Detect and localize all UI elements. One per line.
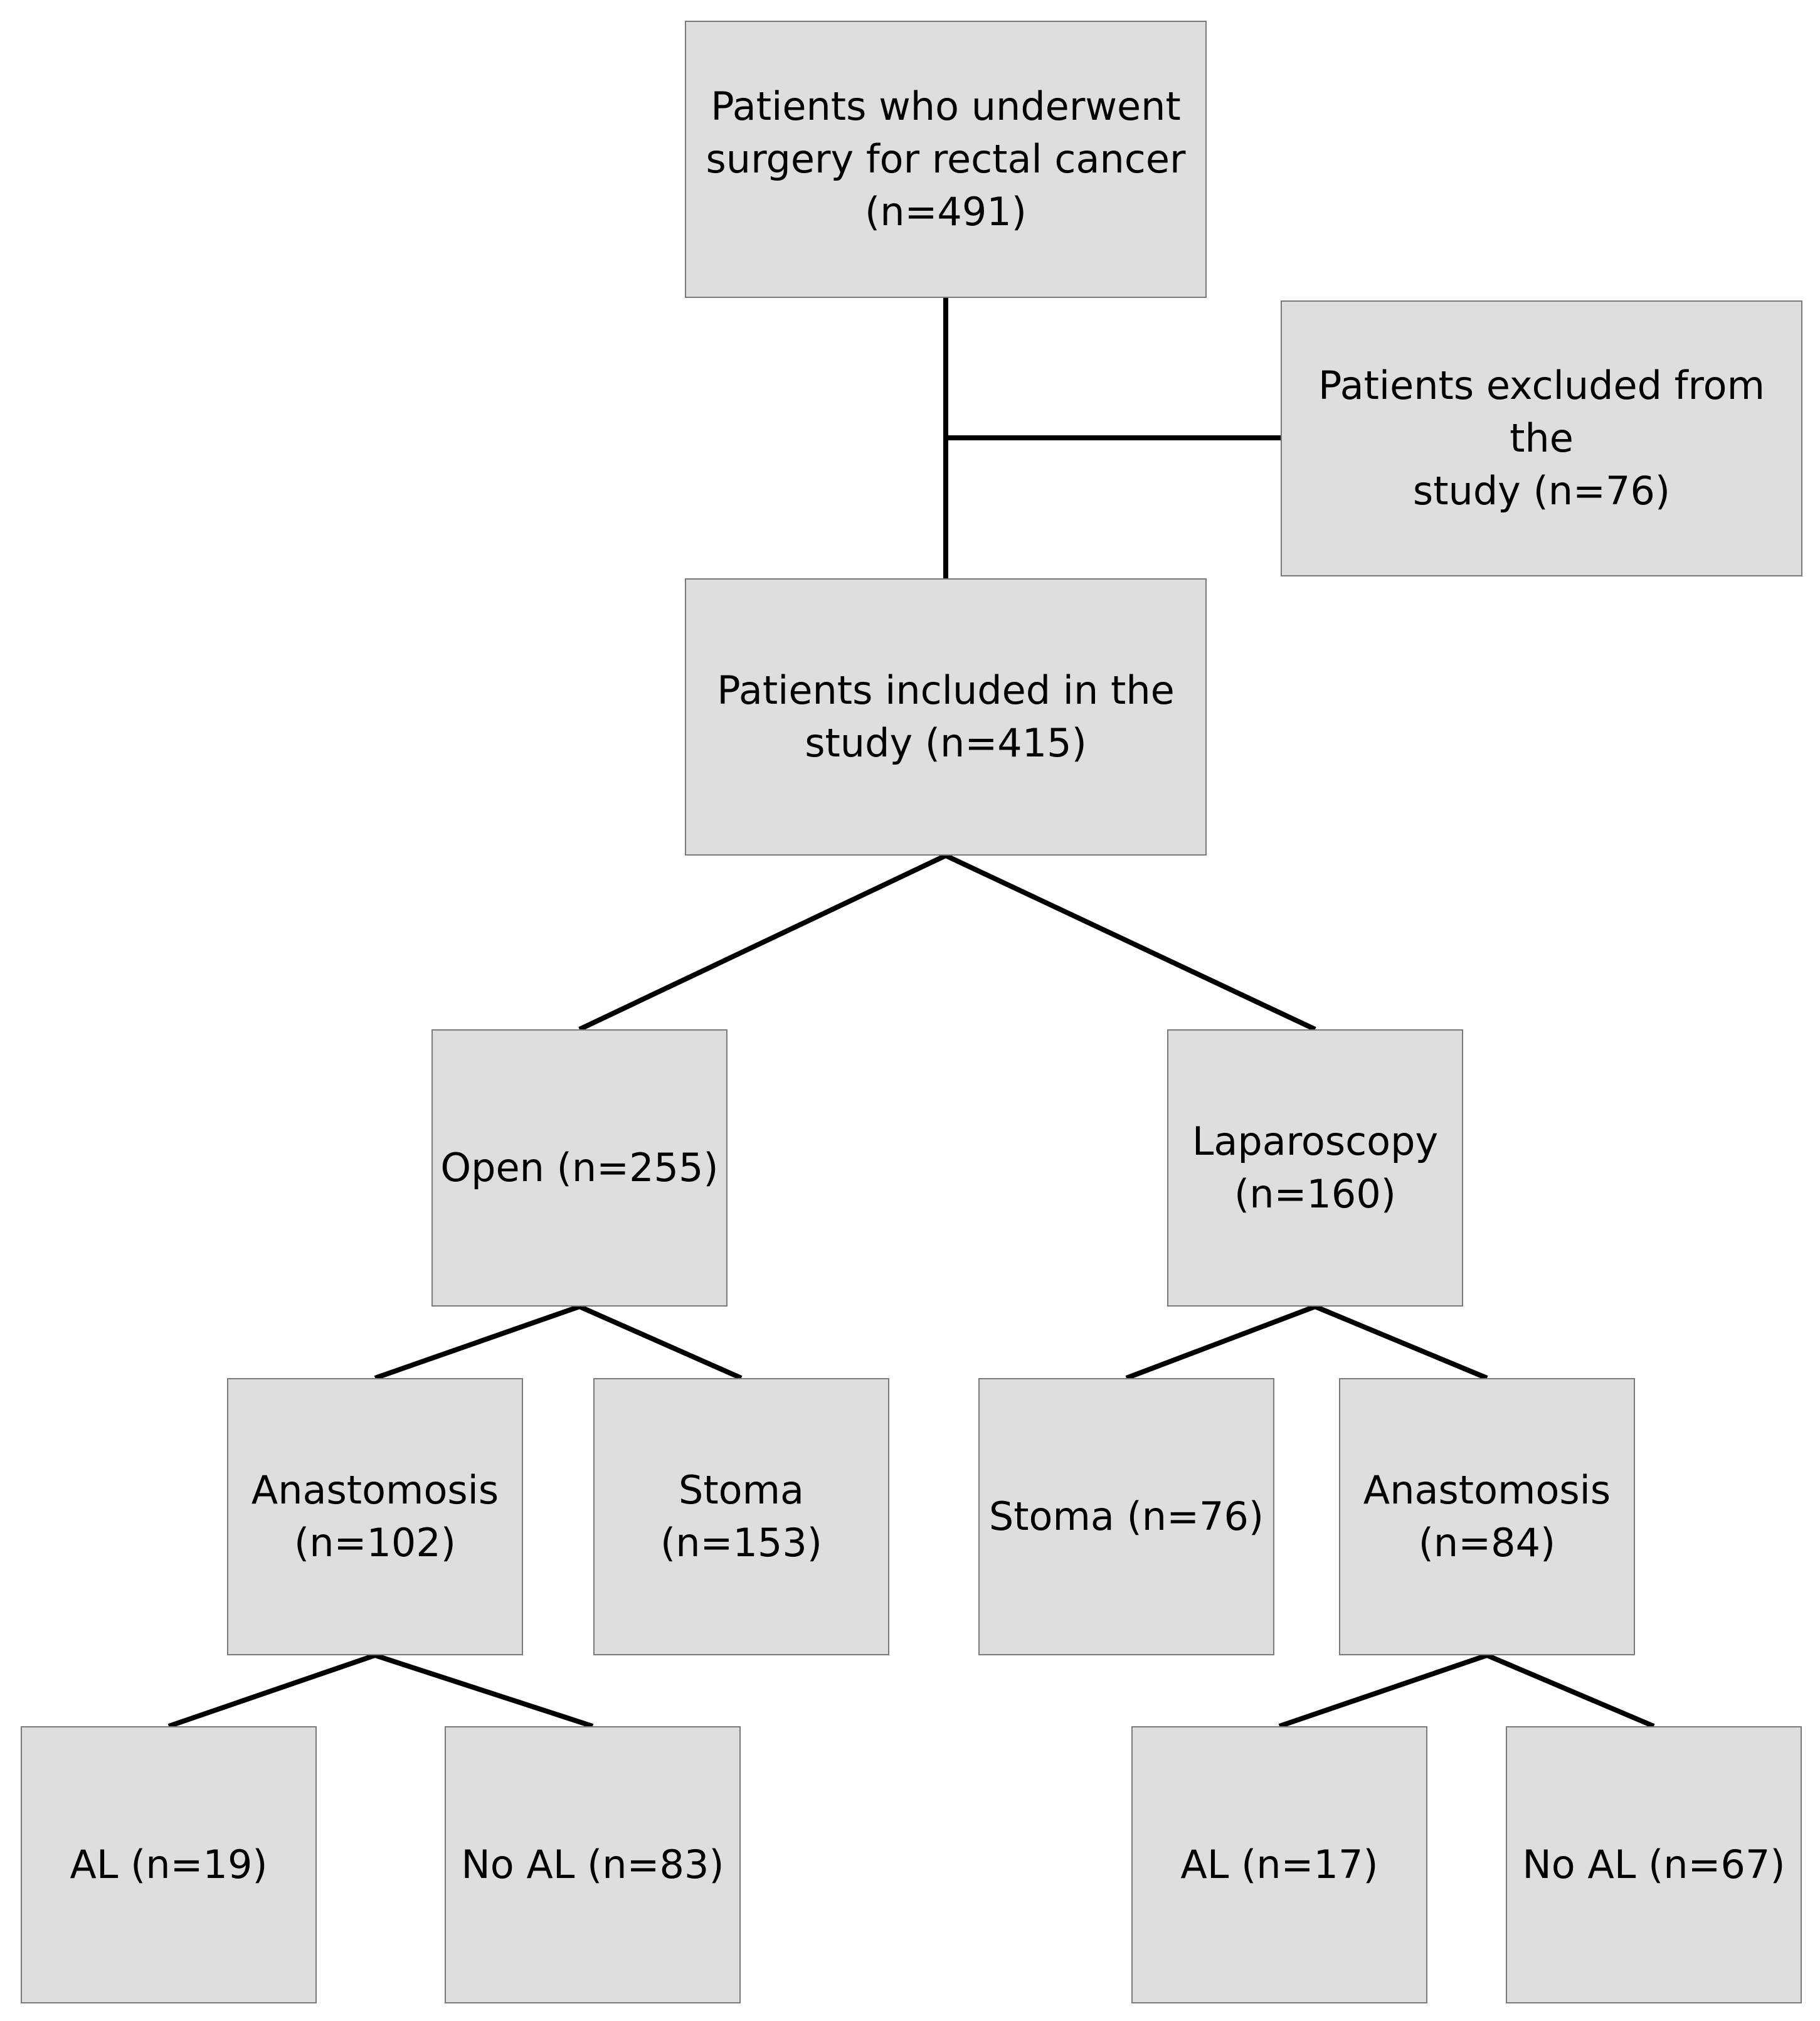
box-laparoscopy-anastomosis-line-1: Anastomosis [1363,1467,1611,1513]
box-laparoscopy-line-1: Laparoscopy [1192,1118,1439,1164]
box-open-anastomosis: Anastomosis (n=102) [227,1378,523,1655]
box-excluded-line-2: study (n=76) [1412,468,1671,514]
box-open-al: AL (n=19) [21,1726,317,2003]
connector-lap-to-anastomosis [1314,1304,1488,1381]
box-laparoscopy-text: Laparoscopy (n=160) [1192,1115,1438,1221]
box-laparoscopy-stoma-line-1: Stoma (n=76) [988,1493,1264,1539]
box-open-stoma: Stoma (n=153) [593,1378,889,1655]
connector-lap-anast-to-al [1278,1653,1488,1729]
connector-open-anast-to-al [167,1653,376,1729]
box-open-text: Open (n=255) [440,1142,718,1194]
box-open-stoma-text: Stoma (n=153) [601,1464,882,1569]
box-excluded-patients-text: Patients excluded from the study (n=76) [1288,359,1795,517]
box-laparoscopy-line-2: (n=160) [1234,1171,1396,1217]
box-open: Open (n=255) [431,1029,727,1307]
box-included-patients: Patients included in the study (n=415) [685,578,1207,856]
box-laparoscopy-no-al: No AL (n=67) [1506,1726,1802,2003]
box-open-line-1: Open (n=255) [440,1145,719,1191]
box-laparoscopy-anastomosis-text: Anastomosis (n=84) [1363,1464,1611,1569]
box-excluded-line-1: Patients excluded from the [1318,363,1765,461]
box-total-patients: Patients who underwent surgery for recta… [685,21,1207,298]
box-open-anastomosis-line-1: Anastomosis [251,1467,499,1513]
box-open-stoma-line-1: Stoma (n=153) [660,1467,822,1566]
box-laparoscopy-anastomosis-line-2: (n=84) [1418,1520,1556,1566]
box-open-no-al-text: No AL (n=83) [461,1838,724,1891]
box-laparoscopy-anastomosis: Anastomosis (n=84) [1339,1378,1635,1655]
box-total-line-3: (n=491) [865,189,1027,235]
box-laparoscopy-stoma: Stoma (n=76) [978,1378,1274,1655]
box-total-line-2: surgery for rectal cancer [706,136,1186,182]
box-laparoscopy-no-al-text: No AL (n=67) [1522,1838,1785,1891]
box-open-al-text: AL (n=19) [70,1838,267,1891]
connector-open-anast-to-no-al [374,1653,594,1729]
box-excluded-patients: Patients excluded from the study (n=76) [1281,300,1802,576]
box-open-no-al-line-1: No AL (n=83) [461,1842,724,1887]
box-total-patients-text: Patients who underwent surgery for recta… [706,80,1185,238]
box-laparoscopy-no-al-line-1: No AL (n=67) [1522,1842,1786,1887]
box-open-al-line-1: AL (n=19) [70,1842,268,1887]
box-open-anastomosis-text: Anastomosis (n=102) [251,1464,499,1569]
box-open-anastomosis-line-2: (n=102) [294,1520,456,1566]
box-total-line-1: Patients who underwent [711,83,1181,129]
connector-included-to-laparoscopy [944,853,1316,1032]
box-laparoscopy-stoma-text: Stoma (n=76) [989,1490,1264,1543]
connector-open-to-anastomosis [374,1304,581,1381]
box-laparoscopy-al-text: AL (n=17) [1180,1838,1378,1891]
box-included-line-2: study (n=415) [805,720,1087,766]
box-laparoscopy-al-line-1: AL (n=17) [1180,1842,1378,1887]
box-included-line-1: Patients included in the [717,667,1175,713]
connector-open-to-stoma [578,1304,743,1381]
box-laparoscopy: Laparoscopy (n=160) [1167,1029,1463,1307]
connector-lap-to-stoma [1125,1304,1316,1381]
box-laparoscopy-al: AL (n=17) [1131,1726,1427,2003]
connector-included-to-open [578,853,947,1032]
box-open-no-al: No AL (n=83) [445,1726,741,2003]
box-included-patients-text: Patients included in the study (n=415) [717,664,1175,770]
connector-lap-anast-to-no-al [1486,1653,1655,1729]
